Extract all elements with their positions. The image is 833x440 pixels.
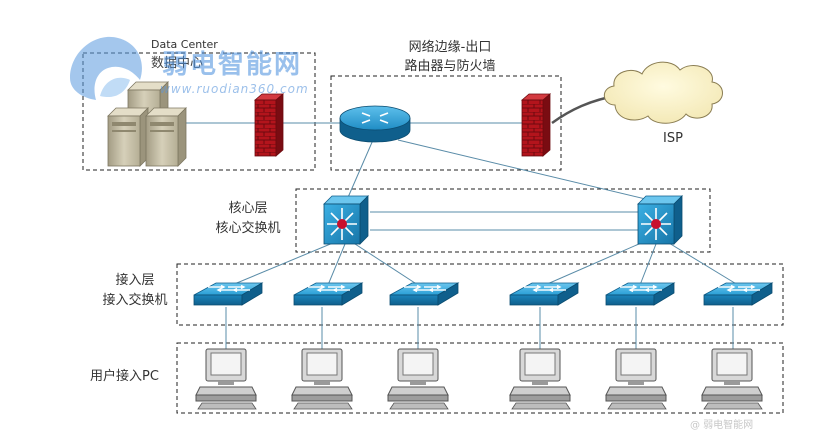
access-box xyxy=(176,263,784,326)
access-label-line2: 接入交换机 xyxy=(102,293,168,308)
access-switch-icon xyxy=(193,282,263,306)
watermark-logo-icon xyxy=(70,36,142,100)
core-label-line1: 核心层 xyxy=(228,201,268,216)
pc-icon xyxy=(605,348,667,410)
pc-icon xyxy=(291,348,353,410)
pc-icon xyxy=(509,348,571,410)
server-stack-icon xyxy=(107,81,187,167)
group-boxes xyxy=(82,52,784,414)
edge-box xyxy=(330,75,562,171)
edge-label-line2: 路由器与防火墙 xyxy=(404,59,496,74)
access-switch-icon xyxy=(389,282,459,306)
cloud-icon xyxy=(603,61,723,124)
firewall-icon xyxy=(520,93,552,157)
datacenter-label-en: Data Center xyxy=(151,38,218,51)
access-label-line1: 接入层 xyxy=(115,273,155,288)
watermark-url: www.ruodian360.com xyxy=(160,82,309,96)
access-switch-icon xyxy=(703,282,773,306)
router-icon xyxy=(339,105,411,143)
core-switch-icon xyxy=(323,195,369,245)
watermark-corner: @ 弱电智能网 xyxy=(690,420,754,431)
pc-layer-label: 用户接入PC xyxy=(90,369,159,384)
access-switch-icon xyxy=(509,282,579,306)
watermark-brand: 弱电智能网 xyxy=(162,50,303,80)
core-label-line2: 核心交换机 xyxy=(215,221,281,236)
links xyxy=(183,93,739,352)
firewall-icon xyxy=(253,93,285,157)
datacenter-box xyxy=(82,52,316,171)
pc-icon xyxy=(195,348,257,410)
edge-label-line1: 网络边缘-出口 xyxy=(408,40,492,55)
pc-icon xyxy=(387,348,449,410)
pc-box xyxy=(176,342,784,414)
access-switch-icon xyxy=(293,282,363,306)
access-switch-icon xyxy=(605,282,675,306)
datacenter-label-zh: 数据中心 xyxy=(151,56,204,71)
pc-icon xyxy=(701,348,763,410)
core-switch-icon xyxy=(637,195,683,245)
isp-label: ISP xyxy=(663,131,683,146)
core-box xyxy=(295,188,711,253)
